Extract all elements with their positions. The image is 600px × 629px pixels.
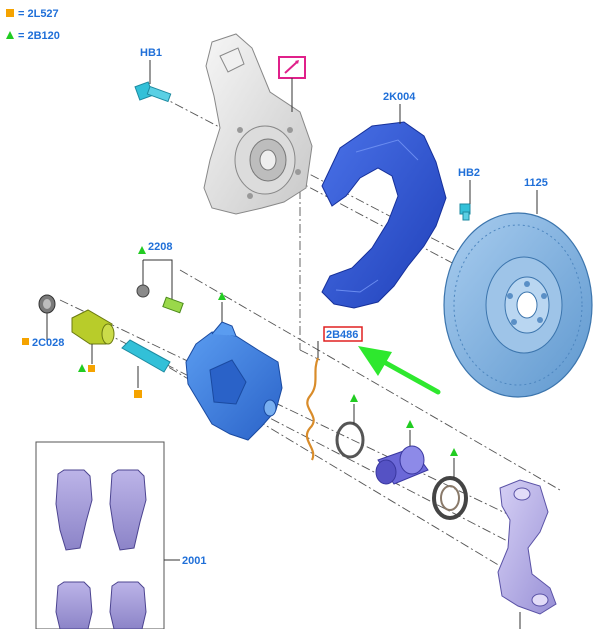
brake-pad: [109, 581, 147, 629]
steering-knuckle: [203, 33, 313, 215]
dust-boot: [432, 476, 468, 520]
wear-indicator-wire: [305, 357, 320, 461]
label-hb2: HB2: [458, 167, 480, 179]
green-arrow-icon: [358, 346, 441, 395]
brake-pad: [55, 469, 93, 551]
triangle-marker-icon: [78, 364, 86, 372]
brake-pad: [55, 581, 93, 629]
bolt-hb2: [459, 203, 471, 221]
brake-caliper: [185, 321, 283, 441]
splash-shield: [321, 121, 447, 309]
square-marker-icon: [134, 390, 142, 398]
square-marker-icon: [88, 365, 95, 372]
triangle-marker-icon: [218, 292, 226, 300]
triangle-marker-icon: [406, 420, 414, 428]
legend-square-text: = 2L527: [18, 8, 59, 20]
legend: = 2L527 = 2B120: [6, 8, 60, 42]
label-2b486: 2B486: [326, 329, 358, 341]
label-1125: 1125: [524, 177, 548, 189]
legend-triangle-text: = 2B120: [18, 30, 60, 42]
brake-pad: [109, 469, 147, 551]
dust-cap-2c028: [38, 294, 56, 314]
legend-triangle-icon: [6, 31, 14, 39]
brake-disc: [443, 212, 593, 398]
square-marker-icon: [22, 338, 29, 345]
pads-box: [35, 441, 165, 629]
caliper-bracket: [497, 479, 557, 615]
legend-square-icon: [6, 9, 14, 17]
piston-seal: [335, 421, 365, 459]
bleed-screw-2208: [136, 246, 184, 314]
label-2001: 2001: [182, 555, 206, 567]
triangle-marker-icon: [450, 448, 458, 456]
label-highlight-box: [323, 326, 363, 342]
edit-highlight-box: [278, 56, 306, 112]
brake-pads-set: [35, 441, 165, 629]
slide-pin: [121, 339, 171, 373]
bolt-hb1: [134, 81, 172, 103]
caliper-piston: [375, 445, 429, 485]
slide-pin-bush: [71, 309, 115, 345]
label-2208: 2208: [148, 241, 172, 253]
label-hb1: HB1: [140, 47, 162, 59]
label-2k004: 2K004: [383, 91, 416, 103]
label-2c028: 2C028: [32, 337, 64, 349]
triangle-marker-icon: [350, 394, 358, 402]
